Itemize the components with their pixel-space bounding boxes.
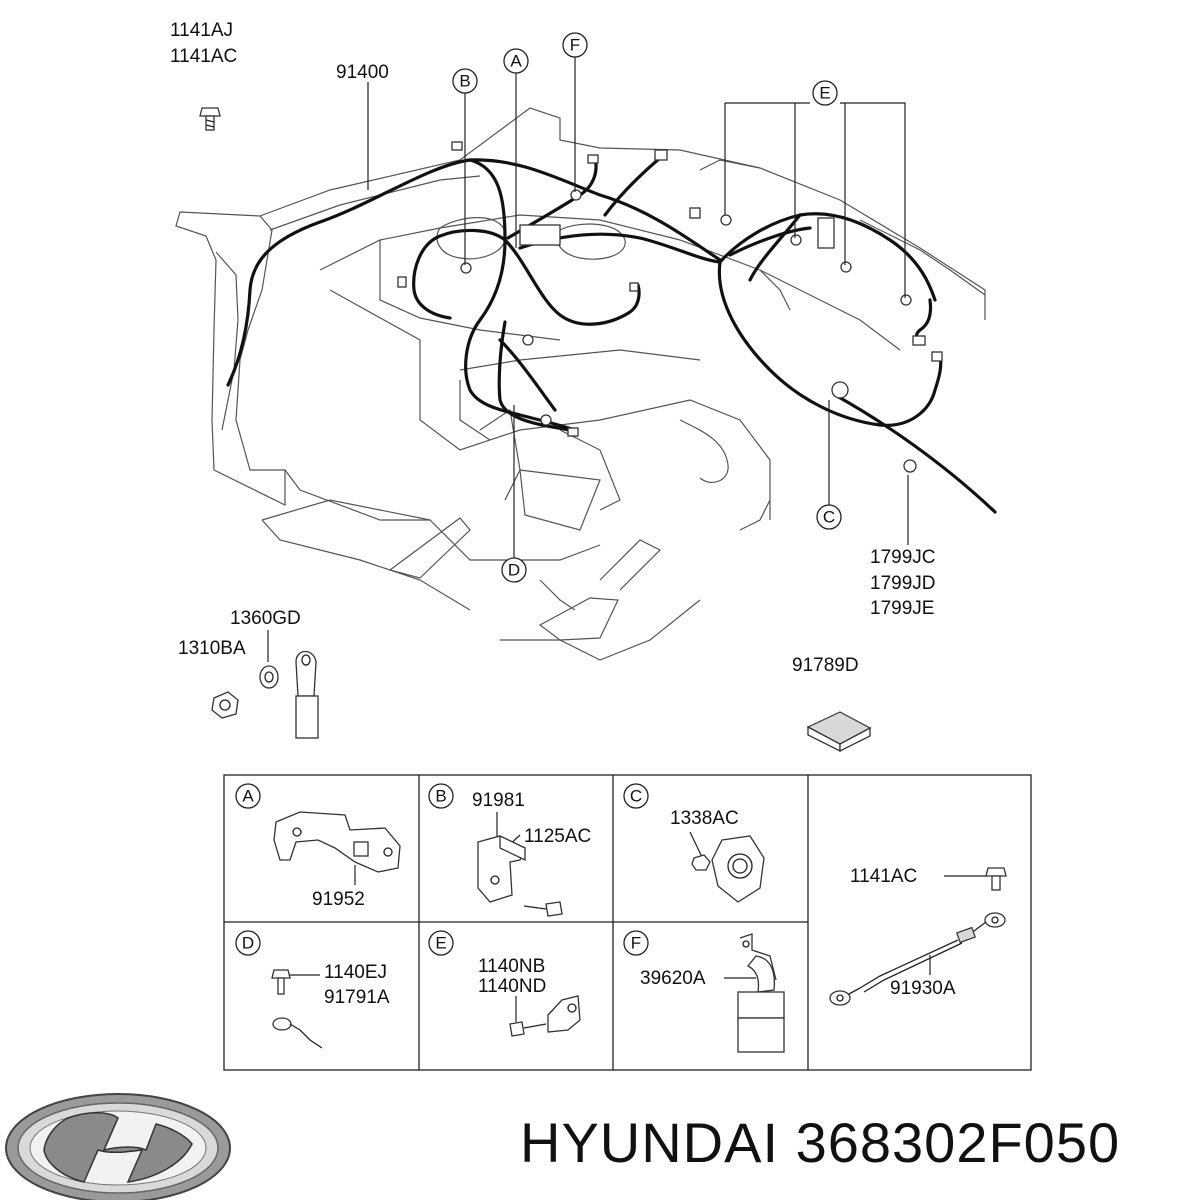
nut-c-icon — [691, 854, 711, 871]
callout-letter-a: A — [510, 52, 522, 71]
label-1140nd: 1140ND — [478, 976, 546, 997]
label-1125ac: 1125AC — [524, 826, 591, 847]
callout-letter-c: C — [823, 508, 835, 527]
bolt-d-icon — [271, 969, 291, 995]
bolt-e-icon — [509, 1021, 547, 1037]
detail-box-b: B 91981 1125AC — [428, 783, 591, 917]
part-number: 368302F050 — [795, 1111, 1121, 1174]
label-pad-91789d: 91789D — [792, 655, 859, 676]
label-ground-1799je: 1799JE — [870, 598, 934, 619]
callout-leaders — [267, 57, 909, 662]
hyundai-logo — [5, 1093, 231, 1200]
ground-cable-icon — [829, 912, 1006, 1006]
callout-circle-a: A — [503, 48, 529, 74]
sensor-module-icon — [737, 933, 785, 1053]
svg-text:F: F — [631, 934, 641, 953]
callout-circle-b: B — [452, 68, 478, 94]
detail-box-c: C 1338AC — [623, 783, 765, 903]
callout-letter-f: F — [570, 36, 580, 55]
detail-box-e: E 1140NB 1140ND — [428, 930, 581, 1037]
label-91981: 91981 — [472, 790, 525, 811]
callout-letter-e: E — [819, 84, 830, 103]
label-ground-1799jd: 1799JD — [870, 573, 936, 594]
svg-text:D: D — [242, 934, 254, 953]
bracket-b-icon — [477, 834, 526, 903]
label-ground-1799jc: 1799JC — [870, 547, 936, 568]
label-1140nb: 1140NB — [478, 956, 545, 977]
label-1140ej: 1140EJ — [324, 962, 387, 983]
washer-icon — [259, 665, 279, 689]
label-bolt-1141aj: 1141AJ — [170, 20, 233, 41]
label-nut-1310ba: 1310BA — [178, 638, 246, 659]
label-harness-91400: 91400 — [336, 62, 389, 83]
nut-icon — [211, 691, 239, 719]
callout-letter-d: D — [508, 561, 520, 580]
label-1338ac: 1338AC — [670, 808, 739, 829]
bolt-g-icon — [985, 867, 1007, 891]
harness-connectors — [397, 141, 943, 473]
detail-box-f: F 39620A — [623, 930, 785, 1053]
terminal-d-icon — [272, 1017, 323, 1049]
bolt-icon — [199, 107, 221, 131]
bracket-icon — [273, 811, 401, 873]
svg-text:A: A — [242, 787, 254, 806]
svg-text:B: B — [435, 787, 446, 806]
label-1141ac-detail: 1141AC — [850, 866, 917, 887]
label-washer-1360gd: 1360GD — [230, 608, 301, 629]
callout-circle-d: D — [501, 557, 527, 583]
svg-text:E: E — [435, 934, 446, 953]
bracket-e-icon — [547, 995, 581, 1033]
label-bolt-1141ac: 1141AC — [170, 46, 237, 67]
wiring-harness — [226, 156, 997, 514]
ring-terminal-icon — [295, 650, 319, 739]
detail-box-ground-cable: 1141AC 91930A — [829, 866, 1007, 1006]
vehicle-body-outline — [175, 107, 986, 661]
detail-box-a: A 91952 — [235, 783, 401, 910]
label-91791a: 91791A — [324, 987, 390, 1008]
pad-icon — [806, 711, 872, 753]
detail-grid — [223, 774, 1032, 1071]
grommet-icon — [711, 835, 765, 903]
detail-box-d: D 1140EJ 91791A — [235, 930, 390, 1049]
label-39620a: 39620A — [640, 968, 706, 989]
brand-name: HYUNDAI — [520, 1111, 780, 1174]
screw-icon — [523, 901, 563, 917]
footer-part-id: HYUNDAI 368302F050 — [520, 1110, 1120, 1175]
label-91930a: 91930A — [890, 978, 956, 999]
callout-circle-e: E — [812, 80, 838, 106]
callout-letter-b: B — [459, 72, 470, 91]
callout-circle-c: C — [816, 504, 842, 530]
label-91952: 91952 — [312, 889, 365, 910]
svg-text:C: C — [630, 787, 642, 806]
callout-circle-f: F — [562, 32, 588, 58]
